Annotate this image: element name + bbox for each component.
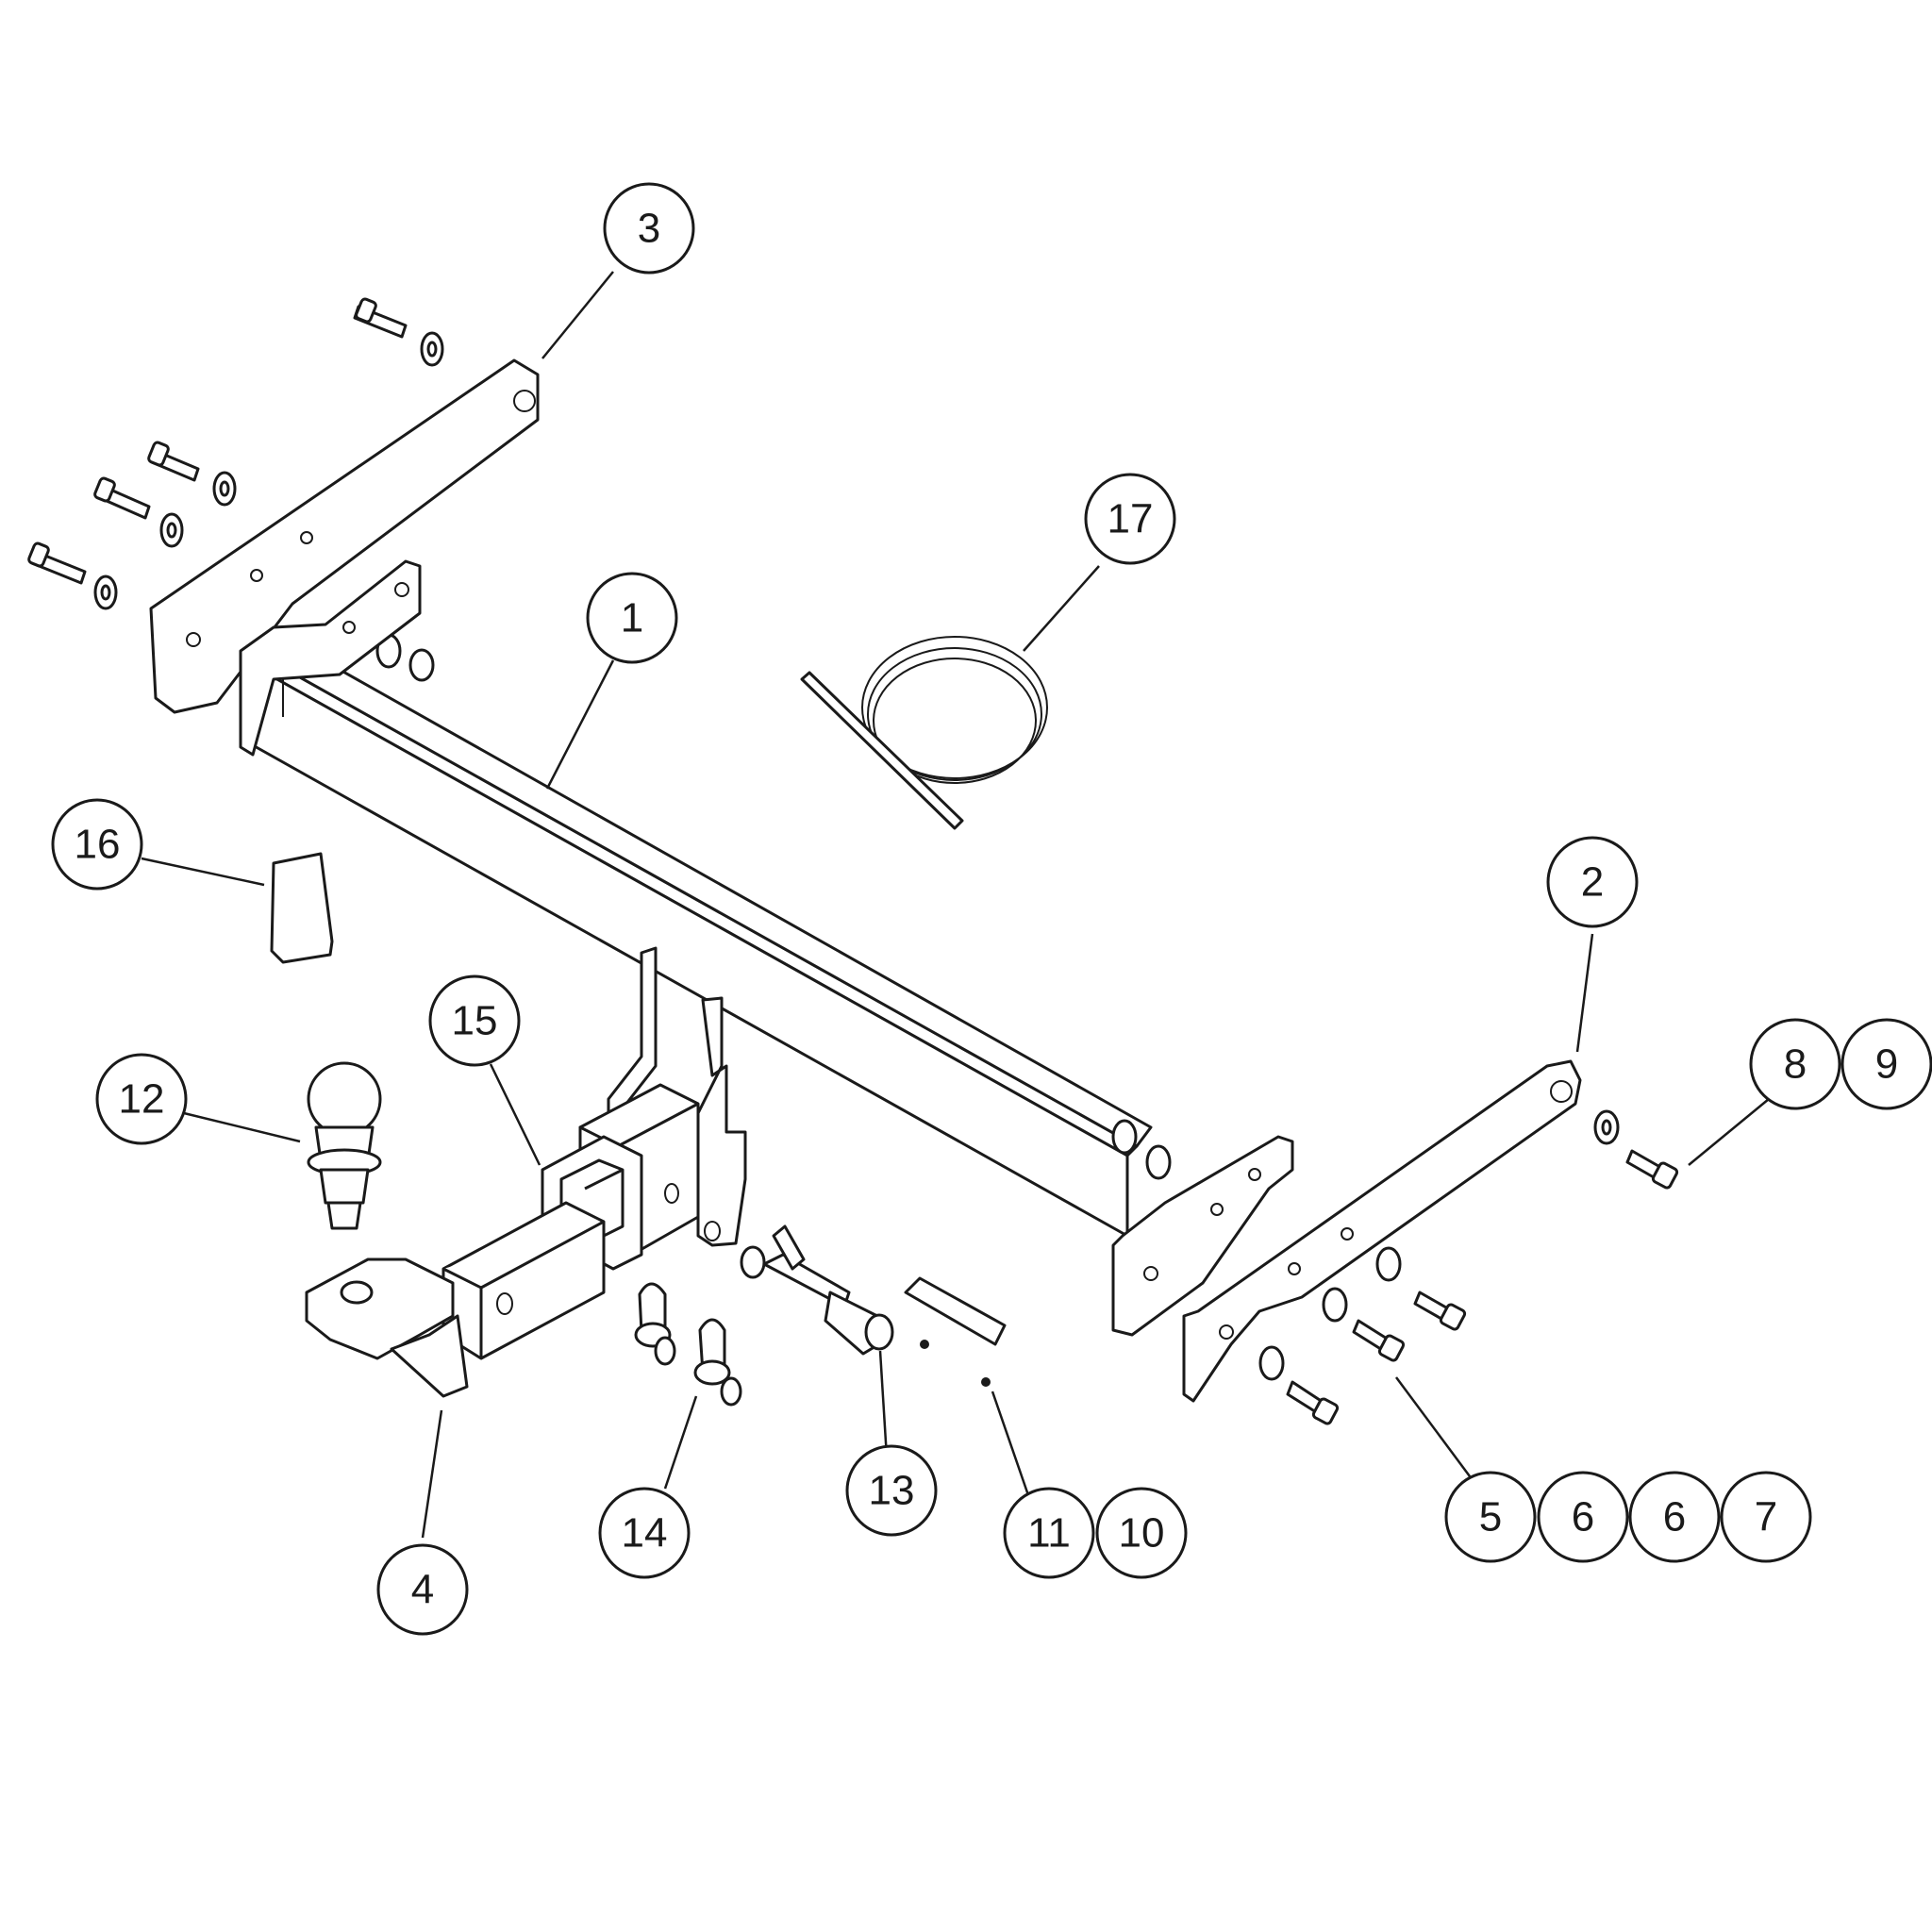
tow-ball — [307, 1061, 382, 1230]
socket-cover-plate — [270, 852, 334, 964]
callout-13: 13 — [845, 1444, 938, 1537]
ball-mount-tongue — [305, 1201, 606, 1398]
wire-coil — [800, 636, 1048, 830]
right-bracket-bolts — [1258, 1109, 1679, 1425]
leader-lines — [141, 271, 1770, 1539]
callout-4: 4 — [376, 1543, 469, 1636]
callout-2-label: 2 — [1581, 859, 1604, 906]
callout-5: 5 — [1444, 1471, 1537, 1563]
callout-3: 3 — [603, 182, 695, 275]
callout-11-label: 11 — [1027, 1510, 1071, 1557]
left-side-bracket — [149, 358, 540, 714]
callout-15: 15 — [428, 974, 521, 1067]
callout-6b-label: 6 — [1663, 1494, 1686, 1541]
callout-1: 1 — [586, 572, 678, 664]
callout-13-label: 13 — [869, 1468, 915, 1514]
callout-15-label: 15 — [452, 998, 498, 1044]
callout-3-label: 3 — [638, 206, 660, 252]
callout-4-label: 4 — [411, 1567, 434, 1613]
callout-1-label: 1 — [621, 595, 643, 641]
callout-5-label: 5 — [1479, 1494, 1502, 1541]
callout-12-label: 12 — [119, 1076, 165, 1123]
callout-16: 16 — [51, 798, 143, 891]
callout-17: 17 — [1084, 473, 1176, 565]
callout-10-label: 10 — [1119, 1510, 1165, 1557]
callout-8-label: 8 — [1784, 1041, 1807, 1088]
callout-11: 11 — [1003, 1487, 1095, 1579]
main-crossbar — [239, 559, 1294, 1337]
callout-9-label: 9 — [1875, 1041, 1898, 1088]
callout-2: 2 — [1546, 836, 1639, 928]
callout-17-label: 17 — [1108, 496, 1154, 542]
right-side-bracket — [1182, 1059, 1582, 1403]
callout-14-label: 14 — [622, 1510, 668, 1557]
callout-12: 12 — [95, 1053, 188, 1145]
callout-16-label: 16 — [75, 822, 121, 868]
left-bracket-bolts — [27, 297, 444, 682]
retaining-clip — [904, 1276, 1007, 1387]
callout-8: 8 — [1749, 1018, 1841, 1110]
callout-7-label: 7 — [1755, 1494, 1777, 1541]
callout-6b: 6 — [1628, 1471, 1721, 1563]
callout-6a: 6 — [1537, 1471, 1629, 1563]
hitch-pin — [740, 1224, 894, 1356]
callout-9: 9 — [1840, 1018, 1932, 1110]
callout-6a-label: 6 — [1572, 1494, 1594, 1541]
callout-14: 14 — [598, 1487, 691, 1579]
safety-shackles — [634, 1282, 742, 1407]
callout-7: 7 — [1720, 1471, 1812, 1563]
callout-10: 10 — [1095, 1487, 1188, 1579]
